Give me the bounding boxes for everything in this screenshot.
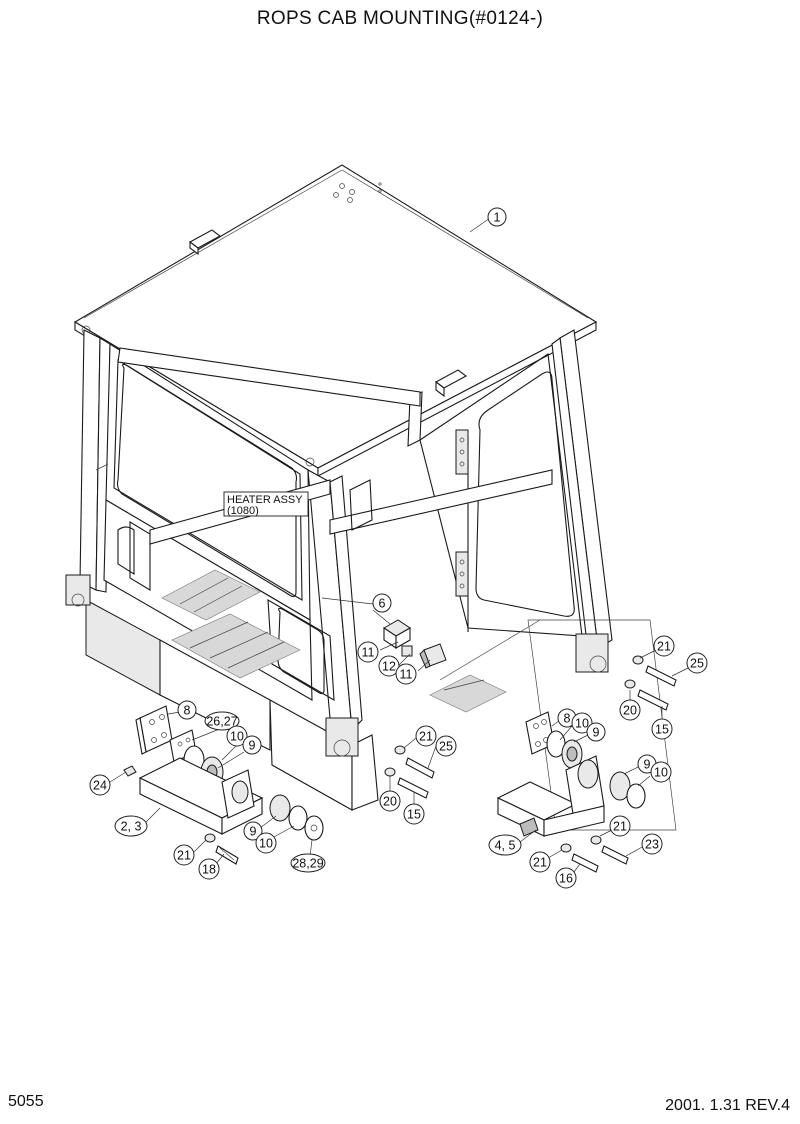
svg-text:11: 11 (362, 646, 375, 660)
leader-lines (109, 217, 689, 873)
svg-text:21: 21 (533, 856, 547, 870)
center-bolts (384, 745, 435, 799)
svg-text:16: 16 (559, 872, 573, 886)
callout-10b: 10 (255, 832, 277, 854)
svg-text:15: 15 (407, 808, 421, 822)
callout-9b: 9 (243, 821, 263, 841)
left-mount-group (123, 705, 324, 865)
callout-25a: 25 (435, 735, 457, 757)
heater-assy-code: (1080) (227, 505, 259, 517)
svg-text:9: 9 (644, 758, 651, 772)
callout-21e: 21 (653, 635, 675, 657)
svg-text:9: 9 (249, 739, 256, 753)
svg-text:15: 15 (655, 723, 669, 737)
svg-text:2, 3: 2, 3 (121, 820, 142, 834)
svg-text:10: 10 (575, 717, 589, 731)
callout-21d: 21 (529, 851, 551, 873)
callout-18: 18 (198, 858, 220, 880)
heater-assy-label: HEATER ASSY (227, 494, 303, 506)
callout-10d: 10 (650, 761, 672, 783)
svg-text:24: 24 (93, 779, 107, 793)
callout-23: 23 (641, 833, 663, 855)
svg-text:20: 20 (383, 795, 397, 809)
svg-text:6: 6 (379, 597, 386, 611)
page-title: ROPS CAB MOUNTING(#0124-) (256, 8, 544, 29)
callout-11b: 11 (395, 663, 417, 685)
callout-10c: 10 (571, 712, 593, 734)
svg-text:28,29: 28,29 (292, 857, 323, 871)
callout-1: 1 (487, 207, 507, 227)
callout-4-5: 4, 5 (488, 834, 522, 856)
callout-16: 16 (555, 867, 577, 889)
svg-text:10: 10 (654, 766, 668, 780)
callout-15a: 15 (403, 803, 425, 825)
svg-text:21: 21 (657, 640, 671, 654)
revision-date: 2001. 1.31 REV.4 (665, 1097, 790, 1114)
svg-text:9: 9 (250, 825, 257, 839)
svg-text:10: 10 (230, 730, 244, 744)
callout-11a: 11 (357, 641, 379, 663)
callout-20a: 20 (379, 790, 401, 812)
svg-text:11: 11 (400, 668, 413, 682)
right-rear-bolts (527, 619, 677, 831)
callout-21b: 21 (173, 844, 195, 866)
svg-text:25: 25 (690, 657, 704, 671)
callout-21c: 21 (609, 815, 631, 837)
callout-25b: 25 (686, 652, 708, 674)
svg-text:12: 12 (382, 660, 396, 674)
callout-9a: 9 (242, 735, 262, 755)
callout-8a: 8 (177, 700, 197, 720)
svg-text:21: 21 (613, 820, 627, 834)
svg-text:21: 21 (419, 730, 433, 744)
svg-text:8: 8 (564, 712, 571, 726)
callout-bubbles: 1 6 11 12 11 21 25 20 15 8 26,27 10 9 24… (89, 207, 708, 889)
svg-text:9: 9 (593, 726, 600, 740)
svg-text:23: 23 (645, 838, 659, 852)
svg-text:1: 1 (494, 211, 501, 225)
callout-9c: 9 (586, 722, 606, 742)
callout-2-3: 2, 3 (114, 815, 148, 837)
callout-10a: 10 (226, 725, 248, 747)
page-number: 5055 (8, 1093, 44, 1110)
right-mount-group (496, 711, 646, 873)
callout-26-27: 26,27 (204, 711, 240, 731)
svg-text:25: 25 (439, 740, 453, 754)
svg-text:26,27: 26,27 (206, 715, 237, 729)
callout-15b: 15 (651, 718, 673, 740)
svg-text:20: 20 (623, 704, 637, 718)
heater-assy-label-box: HEATER ASSY (1080) (223, 491, 309, 517)
svg-text:4, 5: 4, 5 (495, 839, 516, 853)
callout-6: 6 (372, 593, 392, 613)
svg-text:10: 10 (259, 837, 273, 851)
svg-text:21: 21 (177, 849, 191, 863)
svg-text:8: 8 (184, 704, 191, 718)
svg-text:18: 18 (202, 863, 216, 877)
callout-28-29: 28,29 (290, 853, 326, 873)
callout-21a: 21 (415, 725, 437, 747)
callout-24: 24 (89, 774, 111, 796)
callout-12: 12 (378, 655, 400, 677)
callout-20b: 20 (619, 699, 641, 721)
